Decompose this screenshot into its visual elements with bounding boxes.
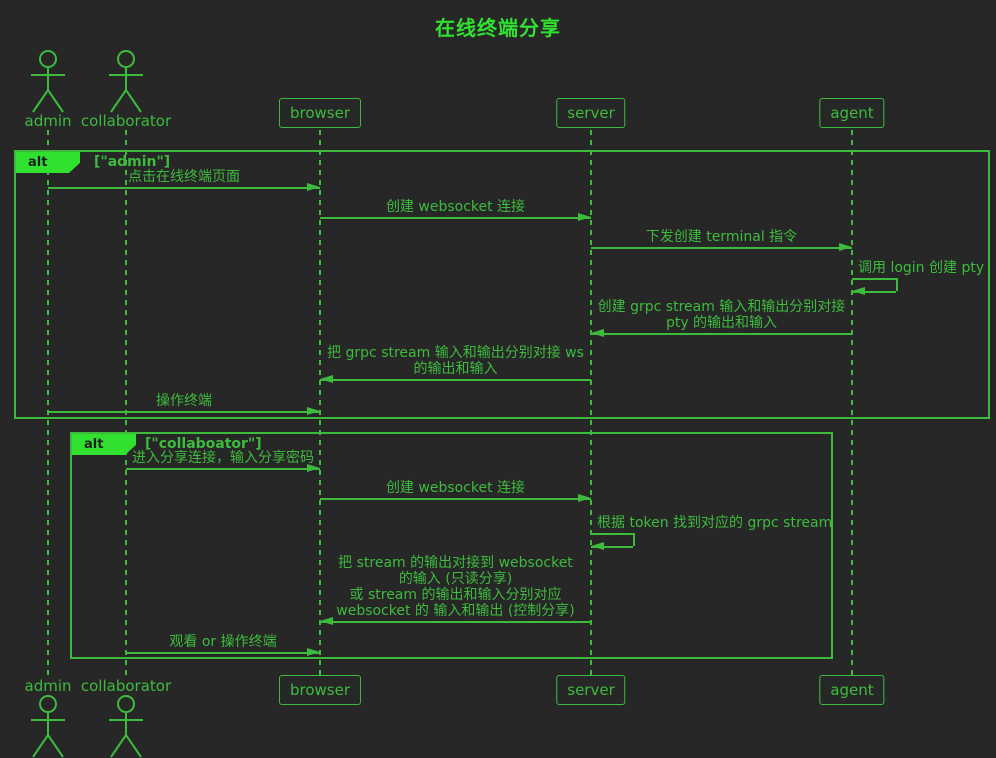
alt-frame-2: alt ["collaboator"] xyxy=(70,432,833,659)
message-11-arrowhead xyxy=(320,617,333,625)
participant-box-agent-top: agent xyxy=(819,98,885,128)
alt-frame-tab: alt xyxy=(16,152,80,173)
actor-label-admin-top: admin xyxy=(24,112,72,130)
message-12-arrowhead xyxy=(307,648,320,656)
message-3-line xyxy=(591,247,852,249)
message-2-label: 创建 websocket 连接 xyxy=(385,199,526,215)
alt-frame-1: alt ["admin"] xyxy=(14,150,990,419)
message-7-arrowhead xyxy=(307,407,320,415)
alt-frame-condition: ["admin"] xyxy=(94,154,171,170)
message-8-line xyxy=(126,468,320,470)
message-9-arrowhead xyxy=(578,494,591,502)
message-2-line xyxy=(320,217,591,219)
message-6-arrowhead xyxy=(320,375,333,383)
message-4-line-top xyxy=(852,278,896,280)
actor-admin-bottom xyxy=(26,695,70,758)
message-2-arrowhead xyxy=(578,213,591,221)
message-4-arrowhead xyxy=(852,287,865,295)
participant-box-agent-bottom: agent xyxy=(819,675,885,705)
actor-collaborator-bottom xyxy=(104,695,148,758)
actor-icon xyxy=(109,695,143,758)
message-5-line xyxy=(591,333,852,335)
message-4-line-bottom xyxy=(852,291,896,293)
message-10-line-bottom xyxy=(591,546,633,548)
lifeline-browser xyxy=(319,130,321,675)
message-3-arrowhead xyxy=(839,243,852,251)
message-1-line xyxy=(48,187,320,189)
message-5-arrowhead xyxy=(591,329,604,337)
message-1-label: 点击在线终端页面 xyxy=(128,169,240,185)
message-1-arrowhead xyxy=(307,183,320,191)
alt-frame-tab: alt xyxy=(72,434,136,455)
actor-icon xyxy=(109,50,143,113)
message-7-label: 操作终端 xyxy=(156,393,212,409)
actor-icon xyxy=(31,50,65,113)
lifeline-collaborator xyxy=(125,130,127,675)
message-5-label: 创建 grpc stream 输入和输出分别对接 pty 的输出和输入 xyxy=(597,299,846,331)
message-10-line-top xyxy=(591,533,633,535)
diagram-title: 在线终端分享 xyxy=(435,16,561,40)
actor-label-admin-bottom: admin xyxy=(24,677,72,695)
message-4-line-right xyxy=(896,278,898,291)
message-6-label: 把 grpc stream 输入和输出分别对接 ws 的输出和输入 xyxy=(327,345,584,377)
message-9-line xyxy=(320,498,591,500)
alt-frame-condition: ["collaboator"] xyxy=(145,436,262,452)
message-3-label: 下发创建 terminal 指令 xyxy=(645,229,798,245)
message-10-line-right xyxy=(633,533,635,546)
message-6-line xyxy=(320,379,591,381)
message-11-line xyxy=(320,621,591,623)
actor-icon xyxy=(31,695,65,758)
actor-admin-top xyxy=(26,50,70,118)
message-11-label: 把 stream 的输出对接到 websocket 的输入 (只读分享) 或 s… xyxy=(336,555,575,619)
message-10-arrowhead xyxy=(591,542,604,550)
message-8-arrowhead xyxy=(307,464,320,472)
message-12-label: 观看 or 操作终端 xyxy=(169,634,277,650)
actor-label-collaborator-bottom: collaborator xyxy=(80,677,172,695)
message-10-label: 根据 token 找到对应的 grpc stream xyxy=(597,515,833,531)
message-12-line xyxy=(126,652,320,654)
actor-label-collaborator-top: collaborator xyxy=(80,112,172,130)
message-7-line xyxy=(48,411,320,413)
message-4-label: 调用 login 创建 pty xyxy=(858,260,985,276)
lifeline-agent xyxy=(851,130,853,675)
actor-collaborator-top xyxy=(104,50,148,118)
participant-box-server-bottom: server xyxy=(556,675,626,705)
lifeline-server xyxy=(590,130,592,675)
participant-box-browser-top: browser xyxy=(278,98,362,128)
message-9-label: 创建 websocket 连接 xyxy=(385,480,526,496)
lifeline-admin xyxy=(47,130,49,675)
participant-box-server-top: server xyxy=(556,98,626,128)
participant-box-browser-bottom: browser xyxy=(278,675,362,705)
message-8-label: 进入分享连接，输入分享密码 xyxy=(132,450,314,466)
